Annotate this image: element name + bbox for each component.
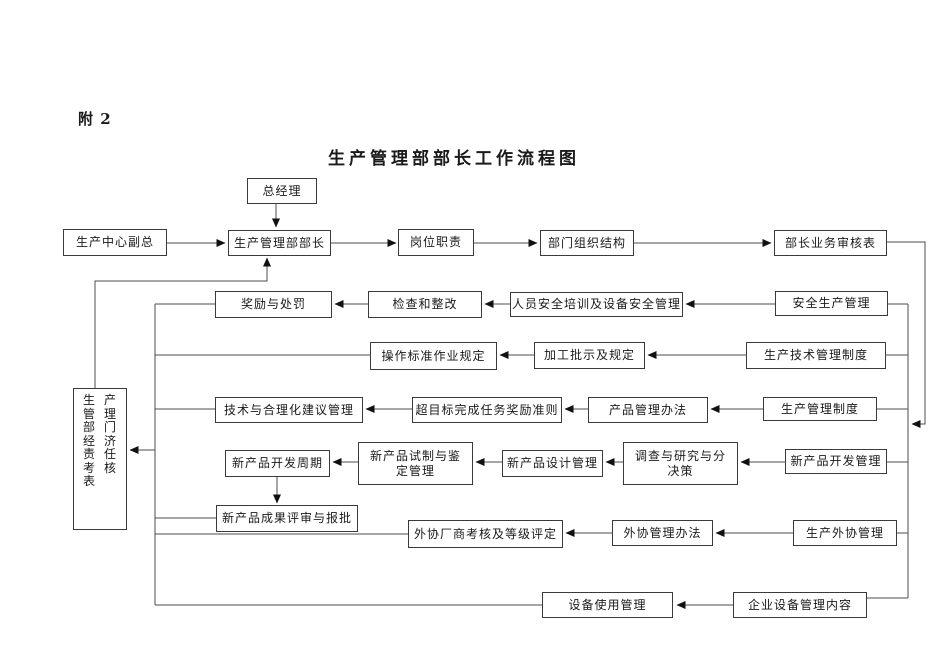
node-reward-punishment: 奖励与处罚 xyxy=(215,291,332,318)
page-title: 生产管理部部长工作流程图 xyxy=(328,149,580,169)
node-operation-standards: 操作标准作业规定 xyxy=(370,342,497,370)
node-processing-instructions: 加工批示及规定 xyxy=(534,342,645,369)
node-org-structure: 部门组织结构 xyxy=(540,230,634,256)
node-equipment-use-mgmt: 设备使用管理 xyxy=(542,592,673,618)
node-department-director: 生产管理部部长 xyxy=(228,230,331,256)
node-general-manager: 总经理 xyxy=(247,178,317,204)
node-safety-training: 人员安全培训及设备安全管理 xyxy=(510,292,683,317)
node-director-review-form: 部长业务审核表 xyxy=(774,230,887,256)
node-rationalization-mgmt: 技术与合理化建议管理 xyxy=(215,397,363,423)
node-safety-management: 安全生产管理 xyxy=(775,291,888,316)
node-new-product-dev-mgmt: 新产品开发管理 xyxy=(785,449,887,474)
node-outsourcing-assessment: 外协厂商考核及等级评定 xyxy=(408,520,563,548)
node-new-product-design: 新产品设计管理 xyxy=(502,450,603,477)
node-enterprise-equipment: 企业设备管理内容 xyxy=(733,592,867,618)
node-tech-mgmt-system: 生产技术管理制度 xyxy=(746,342,886,369)
node-outsourcing-mgmt: 生产外协管理 xyxy=(793,520,897,546)
appendix-label: 附 2 xyxy=(78,110,112,128)
node-economic-assessment-form: 生产管理部门经济责任考核表 xyxy=(73,388,127,530)
node-product-mgmt-measures: 产品管理办法 xyxy=(588,397,708,423)
node-production-mgmt-system: 生产管理制度 xyxy=(763,397,877,421)
node-inspection-rectification: 检查和整改 xyxy=(368,291,482,318)
node-exceed-target-reward: 超目标完成任务奖励准则 xyxy=(412,397,562,423)
node-achievement-review: 新产品成果评审与报批 xyxy=(216,505,358,532)
node-new-product-cycle: 新产品开发周期 xyxy=(225,450,330,477)
node-outsourcing-measures: 外协管理办法 xyxy=(612,520,713,546)
node-job-duties: 岗位职责 xyxy=(398,229,474,256)
node-production-center-deputy: 生产中心副总 xyxy=(63,229,167,256)
node-research-decision: 调查与研究与分决策 xyxy=(623,442,738,485)
node-trial-appraisal-mgmt: 新产品试制与鉴定管理 xyxy=(358,442,473,485)
